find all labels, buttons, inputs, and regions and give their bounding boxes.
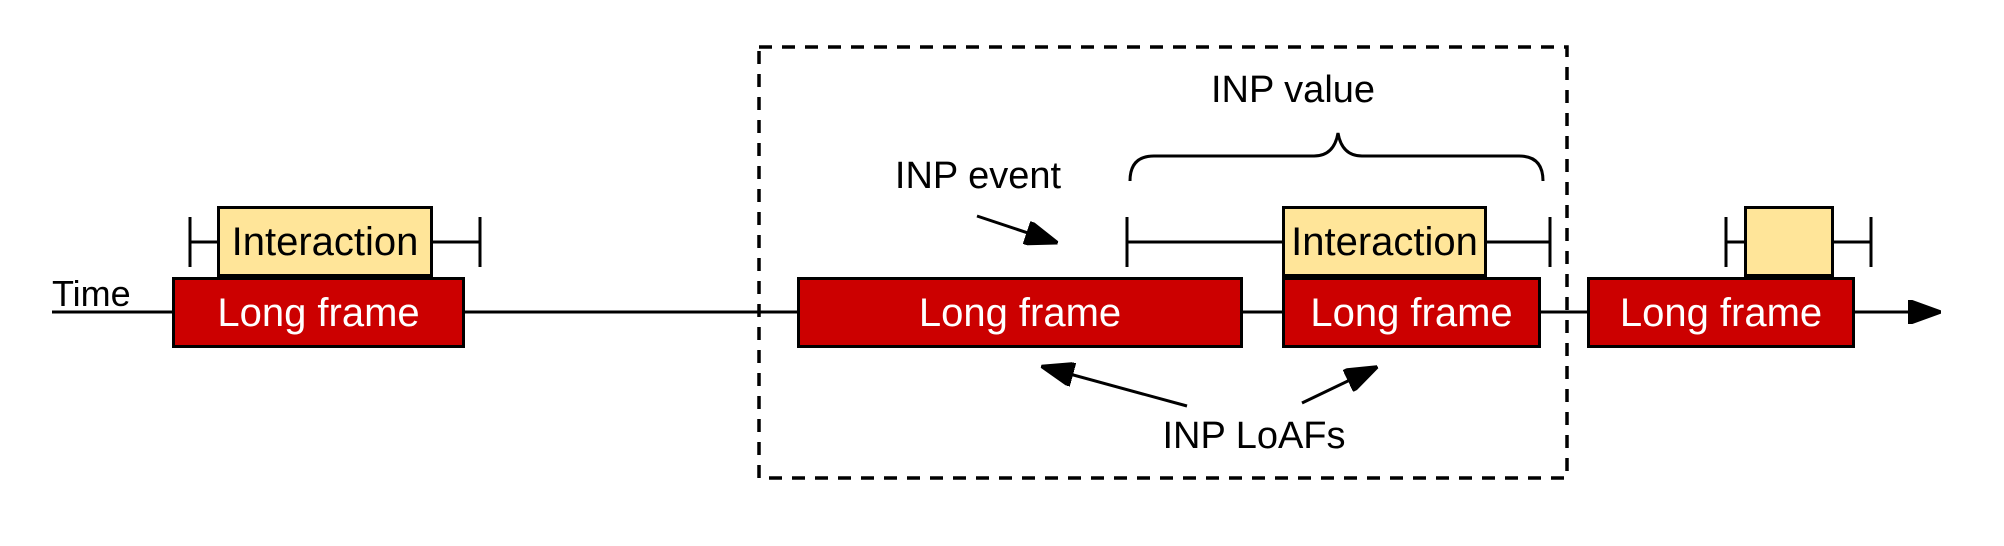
inp-value-brace [1128,132,1545,182]
interaction-box-2: Interaction [1282,206,1487,277]
long-frame-label: Long frame [918,290,1122,335]
interaction-label: Interaction [1291,219,1478,264]
long-frame-box-4: Long frame [1587,277,1855,348]
inp-loaf-arrow-left [1044,367,1188,408]
inp-event-label: INP event [894,155,1062,197]
inp-value-label: INP value [1210,69,1376,111]
long-frame-label: Long frame [1310,290,1513,335]
interaction-box-1: Interaction [217,206,433,277]
long-frame-box-3: Long frame [1282,277,1541,348]
interaction-label: Interaction [231,219,419,264]
interaction-box-3 [1744,206,1834,277]
long-frame-label: Long frame [1619,290,1823,335]
long-frame-box-2: Long frame [797,277,1243,348]
inp-event-arrow [976,214,1055,242]
inp-loaf-arrow-right [1301,368,1375,405]
long-frame-box-1: Long frame [172,277,465,348]
inp-loafs-label: INP LoAFs [1162,415,1346,457]
long-frame-label: Long frame [217,290,420,335]
inp-region-dashed-box [757,45,1569,480]
time-label: Time [52,273,131,314]
